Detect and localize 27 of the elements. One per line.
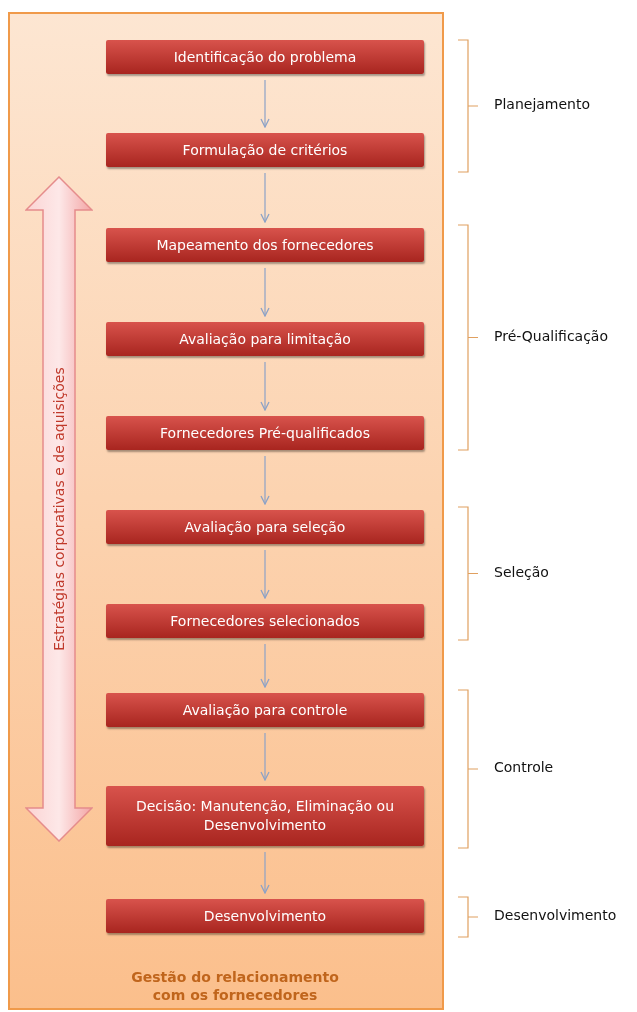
phase-label: Seleção	[494, 563, 549, 580]
process-panel	[8, 12, 444, 1010]
arrow	[260, 172, 270, 223]
process-box: Avaliação para controle	[106, 693, 424, 727]
arrow	[260, 643, 270, 688]
process-box: Mapeamento dos fornecedores	[106, 228, 424, 262]
process-box: Fornecedores selecionados	[106, 604, 424, 638]
phase-label: Desenvolvimento	[494, 907, 617, 923]
arrow	[260, 851, 270, 894]
process-box: Desenvolvimento	[106, 899, 424, 933]
arrow	[260, 267, 270, 317]
process-box: Formulação de critérios	[106, 133, 424, 167]
arrow	[260, 79, 270, 128]
vertical-label: Estratégias corporativas e de aquisições	[51, 367, 67, 651]
arrow	[260, 455, 270, 505]
phase-label: Controle	[494, 759, 554, 775]
arrow	[260, 549, 270, 599]
panel-heading: Gestão do relacionamento com os fornecedores	[130, 967, 340, 1004]
arrow	[260, 361, 270, 411]
phase-label: Planejamento	[494, 96, 591, 112]
process-box: Fornecedores Pré-qualificados	[106, 416, 424, 450]
process-box: Avaliação para seleção	[106, 510, 424, 544]
process-box: Identificação do problema	[106, 40, 424, 74]
process-box: Decisão: Manutenção, Eliminação ou Desenvolvimento	[106, 786, 424, 846]
arrow	[260, 732, 270, 781]
phase-label: Pré-Qualificação	[494, 327, 608, 344]
process-box: Avaliação para limitação	[106, 322, 424, 356]
